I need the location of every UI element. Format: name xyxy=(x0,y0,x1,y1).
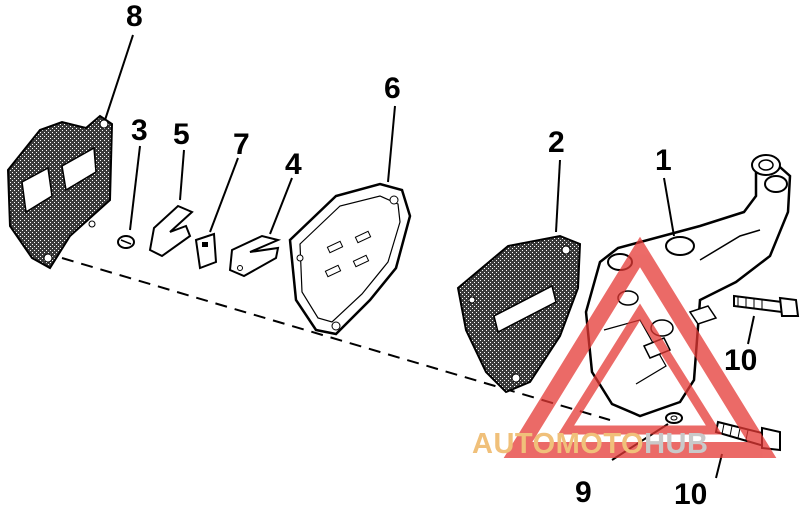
leader-8 xyxy=(104,34,134,121)
leader-5 xyxy=(179,149,185,201)
part-10-bolt-upper xyxy=(733,294,800,317)
leader-2 xyxy=(555,159,561,233)
part-3-screw xyxy=(117,235,135,249)
part-9-washer xyxy=(665,412,683,424)
callout-3: 3 xyxy=(131,114,148,147)
leader-6 xyxy=(387,105,396,183)
part-4-reed-stop xyxy=(228,234,282,278)
leader-4 xyxy=(269,177,293,235)
watermark-logo-triangle xyxy=(503,236,777,458)
part-2-gasket xyxy=(456,234,582,394)
leader-3 xyxy=(129,145,141,231)
leader-7 xyxy=(209,157,239,233)
callout-10-lower: 10 xyxy=(674,478,708,511)
callout-6: 6 xyxy=(384,72,401,105)
callout-9: 9 xyxy=(575,476,592,509)
callout-1: 1 xyxy=(655,144,672,177)
callout-8: 8 xyxy=(126,0,143,33)
part-7-plate xyxy=(194,232,218,270)
callout-4: 4 xyxy=(285,148,302,181)
leader-1 xyxy=(663,177,675,237)
part-6-reed-plate xyxy=(288,182,412,336)
watermark-text: AUTOMOTOHUB xyxy=(472,428,708,461)
part-8-gasket xyxy=(6,114,114,270)
callout-5: 5 xyxy=(173,118,190,151)
part-5-clip xyxy=(148,204,194,258)
watermark-text-automoto: AUTOMOTO xyxy=(472,428,645,460)
callout-2: 2 xyxy=(548,126,565,159)
watermark-text-hub: HUB xyxy=(644,428,709,460)
alignment-dashed-line xyxy=(61,257,611,421)
leader-10-upper xyxy=(747,315,755,345)
callout-7: 7 xyxy=(233,128,250,161)
callout-10-upper: 10 xyxy=(724,344,758,377)
